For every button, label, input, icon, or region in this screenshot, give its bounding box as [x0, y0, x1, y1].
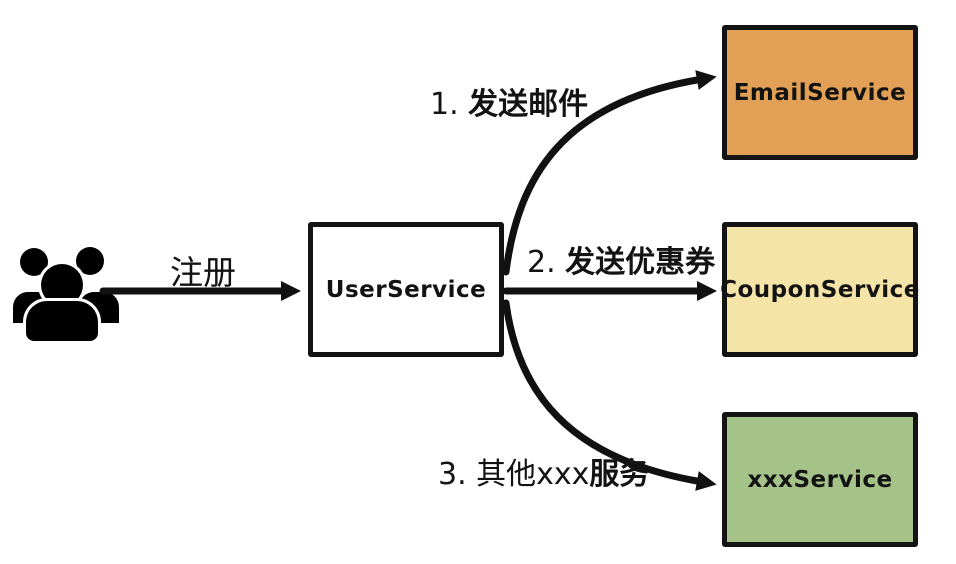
- edge-label-register: 注册: [170, 256, 236, 292]
- arrow-other-service: [502, 299, 717, 491]
- node-user-service-label: UserService: [325, 276, 487, 303]
- edge-label-other-service-text: 服务: [589, 457, 650, 492]
- edge-label-other-service-number: 3. 其他xxx: [438, 457, 590, 492]
- node-email-service: EmailService: [722, 25, 918, 160]
- edge-label-send-coupon-text: 发送优惠券: [565, 245, 716, 280]
- node-xxx-service-label: xxxService: [747, 466, 893, 493]
- edge-label-other-service: 3. 其他xxx服务: [438, 458, 649, 491]
- back-left-user-head: [20, 248, 48, 276]
- edge-label-send-email: 1. 发送邮件: [430, 88, 588, 121]
- users-group-icon: [13, 247, 119, 344]
- node-xxx-service: xxxService: [722, 412, 918, 547]
- node-coupon-service-label: CouponService: [720, 276, 920, 303]
- node-email-service-label: EmailService: [733, 79, 907, 106]
- node-user-service: UserService: [308, 222, 504, 357]
- node-coupon-service: CouponService: [720, 222, 920, 357]
- edge-label-send-coupon-number: 2.: [527, 245, 566, 280]
- edge-label-send-coupon: 2. 发送优惠券: [527, 246, 715, 279]
- edge-label-send-email-text: 发送邮件: [468, 87, 589, 122]
- back-right-user-head: [76, 247, 104, 275]
- front-user-body: [23, 298, 101, 344]
- arrow-send-email: [502, 70, 717, 276]
- edge-label-send-email-number: 1.: [430, 87, 469, 122]
